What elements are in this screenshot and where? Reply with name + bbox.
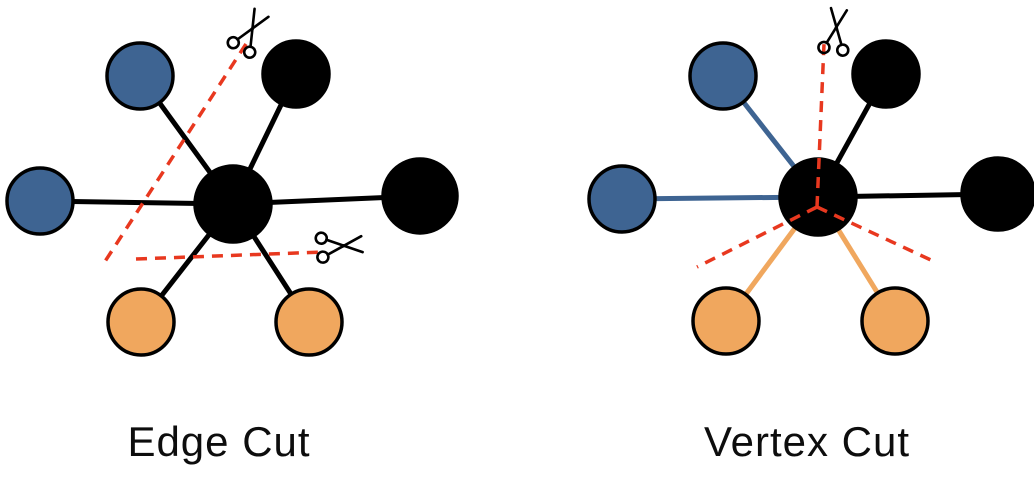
orange-node [860, 286, 930, 356]
vertex-cut-label: Vertex Cut [703, 418, 911, 465]
black-node [960, 156, 1034, 232]
blue-node [105, 41, 175, 111]
black-node [851, 39, 921, 109]
black-node [381, 157, 459, 235]
blue-node [5, 166, 75, 236]
scissors-icon [313, 227, 365, 265]
cut-line [135, 250, 324, 261]
vertex-cut-diagram [587, 5, 1034, 356]
cut-line [815, 43, 826, 208]
edge-cut-diagram [5, 4, 459, 357]
orange-node [691, 286, 761, 356]
cut-line [102, 43, 248, 264]
blue-node [587, 164, 657, 234]
blue-node [688, 41, 758, 111]
cut-line [696, 205, 818, 269]
orange-node [106, 287, 176, 357]
center-node [193, 164, 273, 244]
cut-line [816, 205, 934, 263]
scissors-icon [224, 4, 276, 62]
edge-cut-label: Edge Cut [127, 418, 311, 465]
black-node [261, 39, 331, 109]
orange-node [274, 287, 344, 357]
